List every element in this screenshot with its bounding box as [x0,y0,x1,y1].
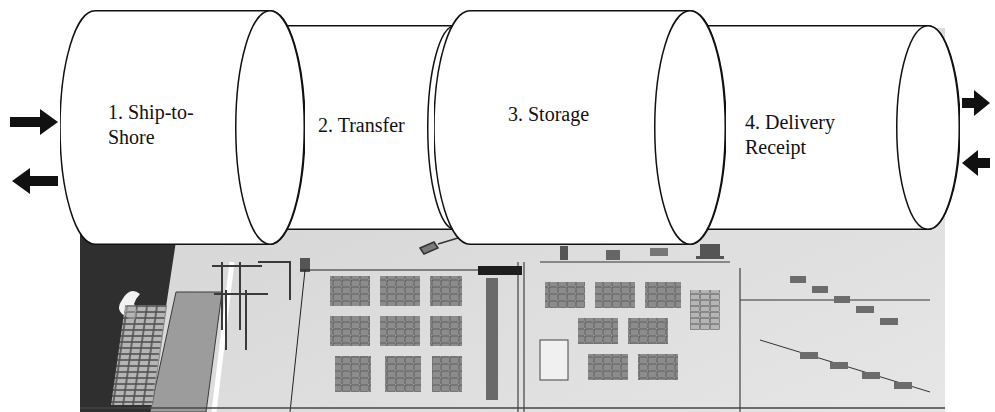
container-stack [430,276,462,306]
container-stack [628,318,668,344]
cylinder-body [434,11,726,245]
container-stack [380,276,420,306]
cylinder-stage: 1. Ship-to-Shore [60,10,305,245]
container-stack [638,354,678,380]
yard-boundary [290,270,305,412]
flow-arrow [12,168,58,194]
cylinder-body [60,11,305,245]
stage-label: 3. Storage [508,102,626,127]
flow-arrow [10,109,58,135]
cylinder-body [663,26,960,230]
ship-containers [111,305,167,405]
stage-label: 2. Transfer [318,113,433,138]
stage-label-area: 3. Storage [508,102,626,127]
stage-label-area: 1. Ship-to-Shore [108,100,220,150]
road-line [760,340,930,392]
stage-label: 1. Ship-to-Shore [108,100,220,150]
stage-label: 4. Delivery Receipt [745,110,867,160]
network-line [524,262,525,412]
cylinder-outline [434,10,726,245]
flow-arrow [962,150,990,176]
container-stack [380,316,420,346]
container-stack [545,282,585,308]
container-stack [335,356,371,392]
yard-boundary [740,268,741,412]
container-stack [330,276,370,306]
fibre-ring-box [478,266,522,275]
ruler-line [80,407,945,409]
trucks [790,276,912,389]
camera-icon [650,248,668,256]
container-stack [588,354,628,380]
container-stack [645,282,681,308]
stage-label-area: 4. Delivery Receipt [745,110,867,160]
cylinder-face [655,11,726,245]
quay-cranes [212,262,290,350]
network-line [540,262,730,263]
handheld-icon [560,246,568,260]
container-stack [595,282,635,308]
yard-crane-rail [486,278,498,400]
office-building [540,340,568,380]
network-line [518,262,519,412]
container-stack [432,356,462,392]
cylinder-stage: 3. Storage [434,10,726,245]
cylinder-face [897,26,960,230]
container-stack [385,356,421,392]
satellite-icon [420,238,458,254]
phone-icon [606,250,620,260]
container-stack [578,318,618,344]
cylinder-face [236,11,305,245]
container-stack [330,316,370,346]
laptop-icon [696,244,724,259]
container-stack [690,290,720,330]
stage-label-area: 2. Transfer [318,113,433,138]
cylinder-outline [60,10,305,245]
container-stack [430,316,462,346]
flow-arrow [962,90,990,116]
